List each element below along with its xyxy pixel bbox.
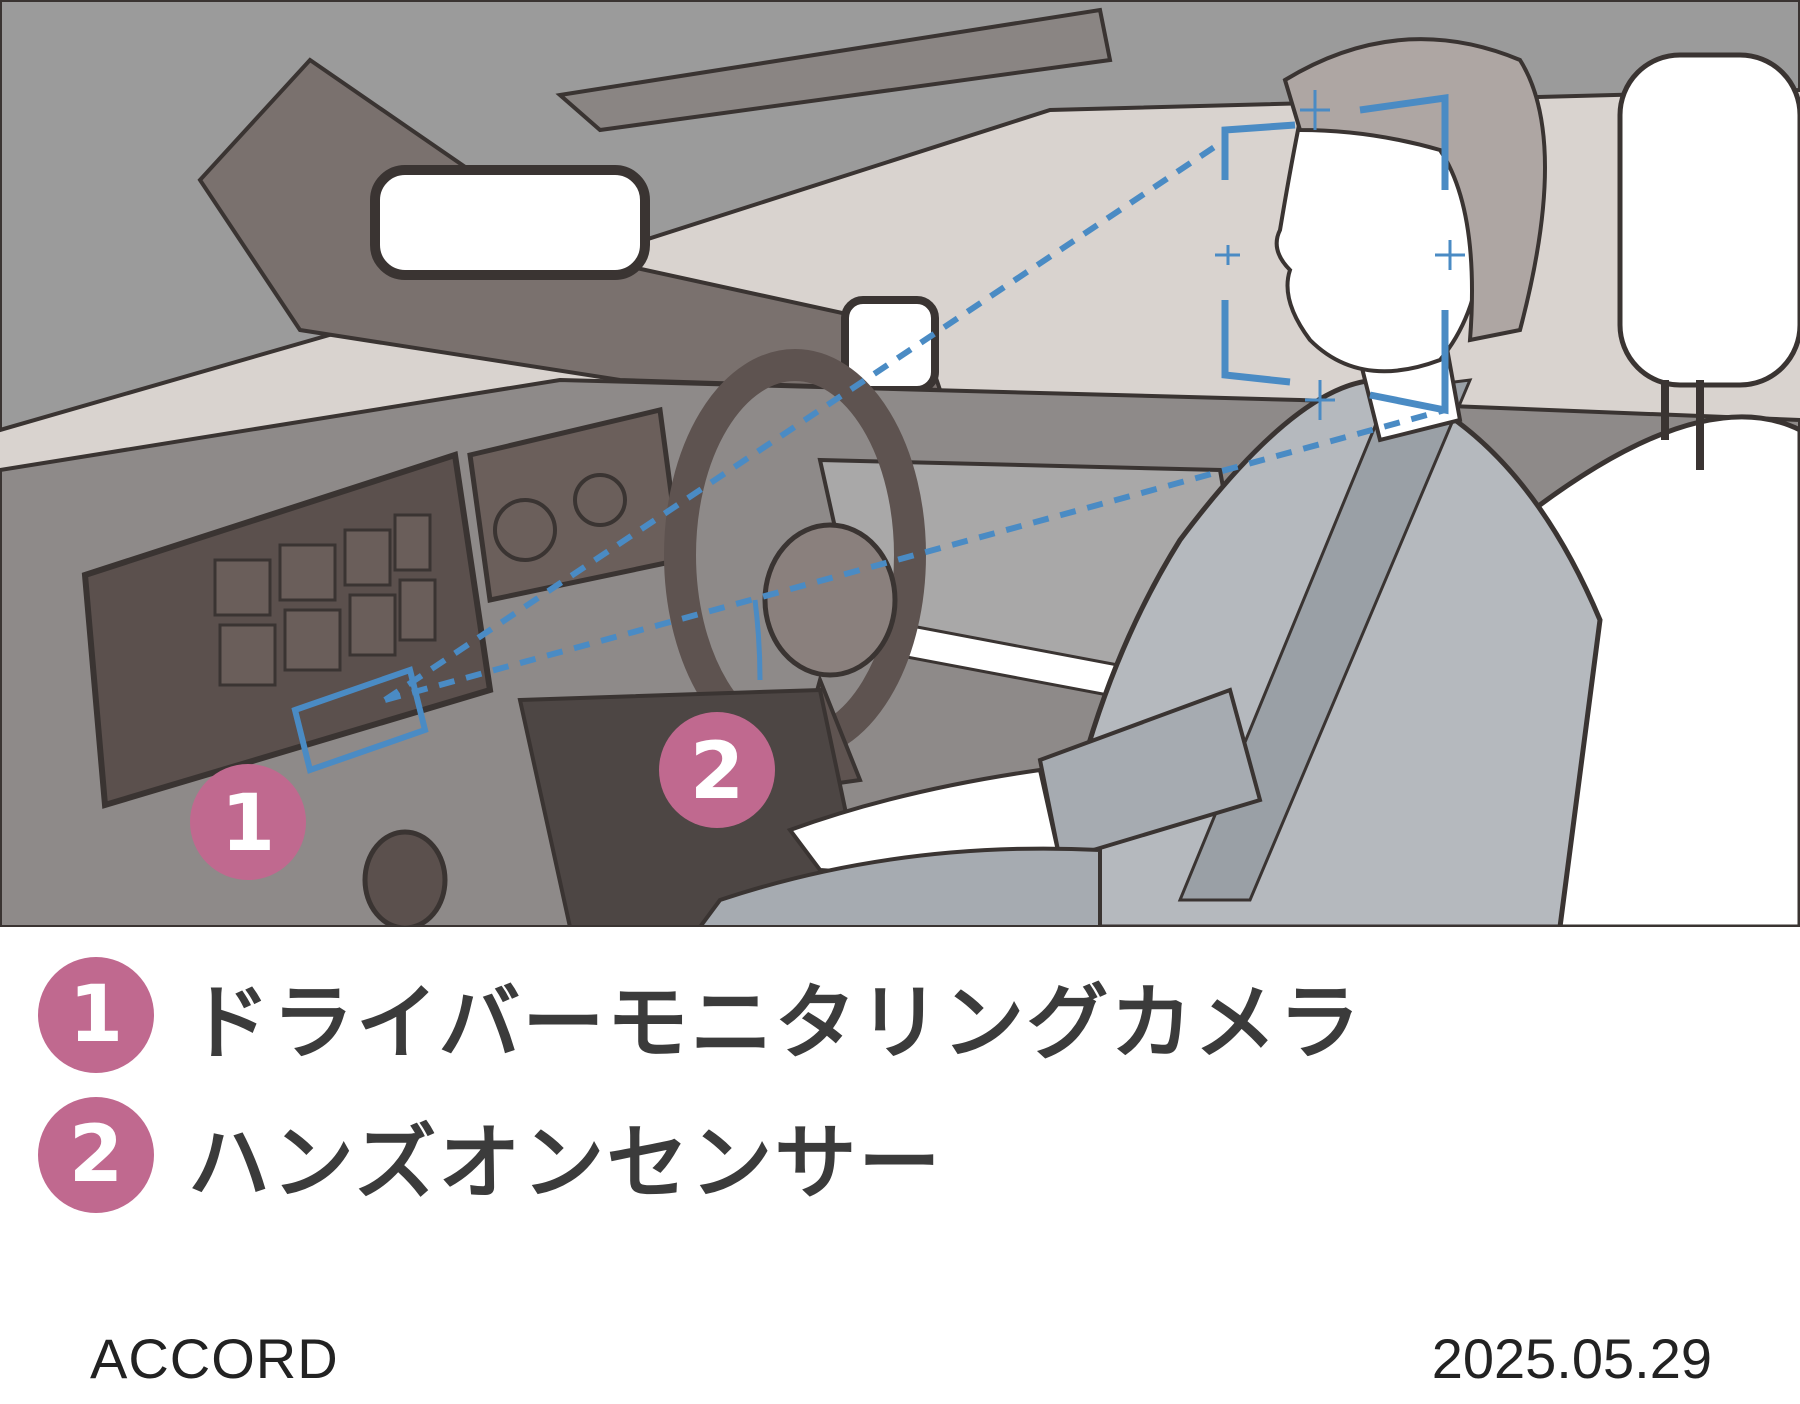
legend-item-hands-on-sensor: 2 ハンズオンセンサー <box>38 1095 1738 1215</box>
hands-on-sensor-highlight <box>752 599 763 681</box>
legend-badge-2: 2 <box>38 1097 154 1213</box>
roof-liner <box>0 0 1800 433</box>
illustration-badge-1: 1 <box>190 764 306 880</box>
illustration-badge-2: 2 <box>659 712 775 828</box>
camera-detection-rays <box>383 137 1446 703</box>
footer-model-name: ACCORD <box>90 1327 339 1390</box>
legend-label-hands-on-sensor: ハンズオンセンサー <box>188 1115 943 1211</box>
gauge-right <box>573 473 627 527</box>
driver-legs <box>697 846 1102 927</box>
illustration-badge-2-number: 2 <box>690 727 744 817</box>
legend-item-camera: 1 ドライバーモニタリングカメラ <box>38 955 1738 1075</box>
sun-visor <box>555 7 1113 133</box>
gauge-left <box>493 498 557 562</box>
driver-hair <box>1282 37 1547 343</box>
legend-label-camera: ドライバーモニタリングカメラ <box>188 975 1363 1071</box>
legend-badge-1: 1 <box>38 957 154 1073</box>
rearview-mirror <box>370 165 650 280</box>
face-tracking-markers <box>1215 90 1465 420</box>
steering-wheel-hub <box>762 522 898 678</box>
driver-monitoring-camera <box>291 666 429 774</box>
legend: 1 ドライバーモニタリングカメラ 2 ハンズオンセンサー <box>38 955 1738 1235</box>
air-vent <box>362 829 448 927</box>
illustration-badge-1-number: 1 <box>221 779 275 869</box>
footer-date: 2025.05.29 <box>1431 1327 1712 1390</box>
display-tiles <box>213 513 437 687</box>
car-interior-illustration: 1 2 <box>0 0 1800 927</box>
headrest <box>1617 52 1800 388</box>
